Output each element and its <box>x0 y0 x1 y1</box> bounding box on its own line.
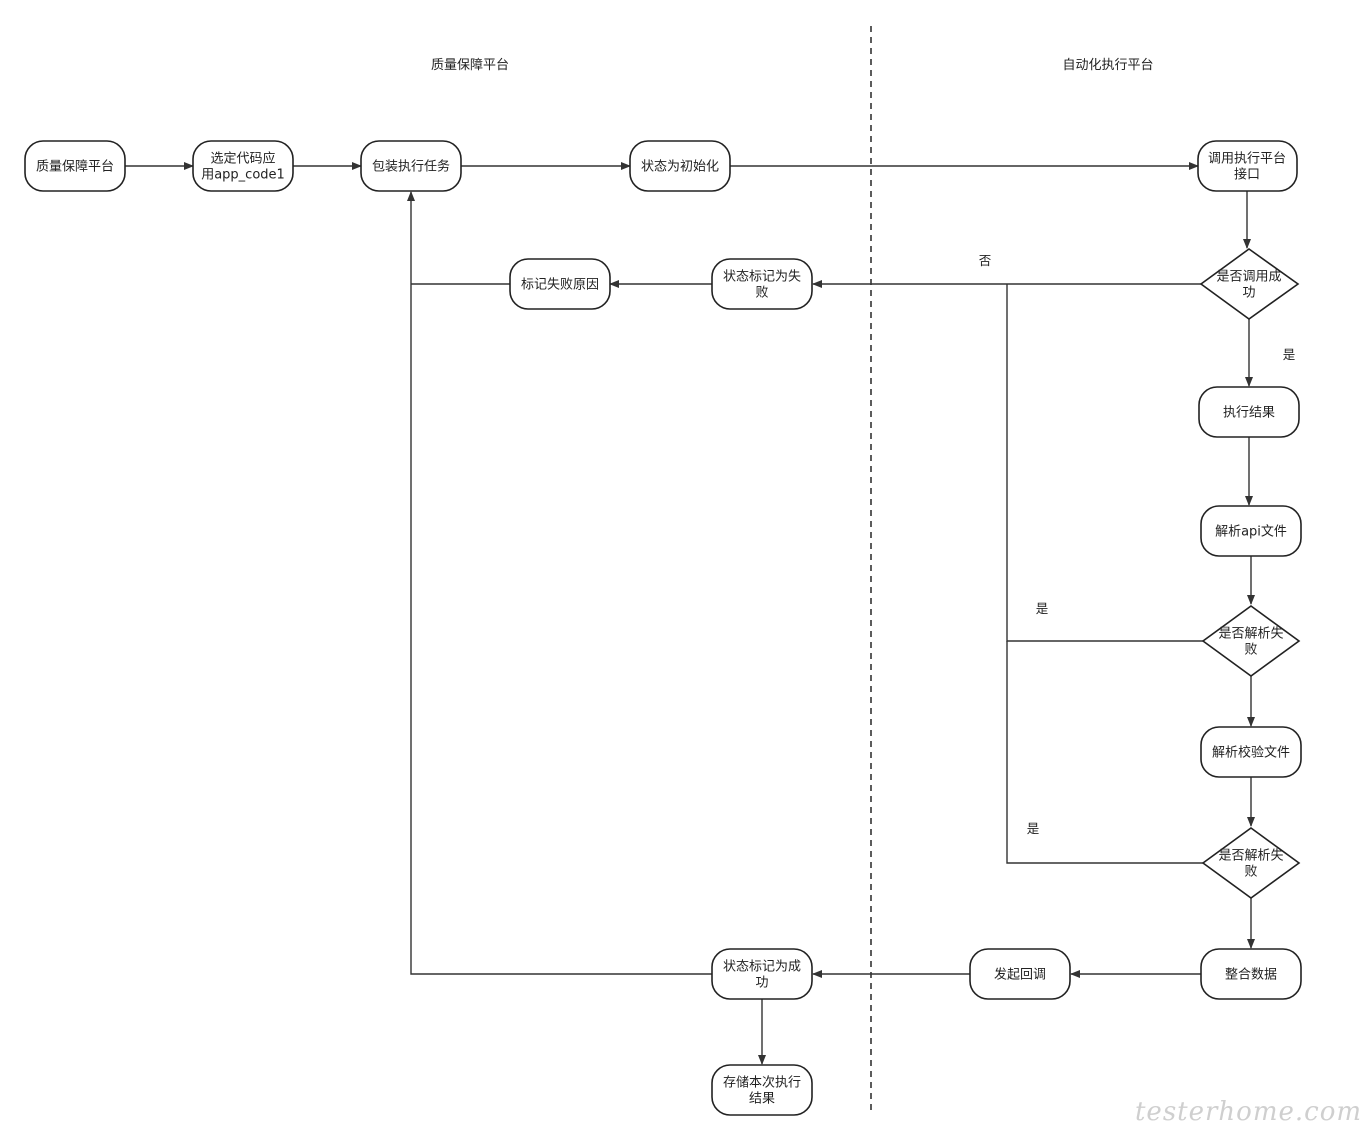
edge-label-no: 否 <box>979 253 992 268</box>
decision-call-success[interactable]: 是否调用成功 <box>1199 248 1300 320</box>
node-label-line: 败 <box>1244 865 1257 880</box>
decision-parse-api-fail[interactable]: 是否解析失败 <box>1201 605 1301 677</box>
svg-text:是否解析失败: 是否解析失败 <box>1218 627 1283 658</box>
node-label-line: 用app_code1 <box>201 168 285 183</box>
svg-text:包装执行任务: 包装执行任务 <box>372 159 450 175</box>
lane-title-left: 质量保障平台 <box>431 58 509 73</box>
node-merge-data[interactable]: 整合数据 <box>1200 948 1302 1000</box>
svg-text:发起回调: 发起回调 <box>994 967 1046 983</box>
node-store-result[interactable]: 存储本次执行结果 <box>711 1064 813 1116</box>
node-mark-success[interactable]: 状态标记为成功 <box>711 948 813 1000</box>
node-label-line: 败 <box>1244 643 1257 658</box>
node-wrap-task[interactable]: 包装执行任务 <box>360 140 462 192</box>
node-label-line: 调用执行平台 <box>1208 152 1286 167</box>
svg-text:状态为初始化: 状态为初始化 <box>641 160 719 175</box>
node-label-line: 状态标记为失 <box>723 270 801 285</box>
svg-text:存储本次执行结果: 存储本次执行结果 <box>723 1075 801 1107</box>
node-label-line: 选定代码应 <box>210 151 275 167</box>
svg-text:解析校验文件: 解析校验文件 <box>1212 745 1290 761</box>
svg-text:状态标记为成功: 状态标记为成功 <box>723 960 801 991</box>
node-label-line: 功 <box>755 976 768 991</box>
svg-text:整合数据: 整合数据 <box>1225 968 1277 983</box>
edge-label-yes-parse-api: 是 <box>1036 601 1049 616</box>
node-label-line: 状态标记为成 <box>723 960 801 975</box>
edge-parse-api-fail <box>1006 284 1203 642</box>
edge-label-yes-parse-check: 是 <box>1027 821 1040 836</box>
node-label-line: 整合数据 <box>1225 968 1277 983</box>
svg-text:是否解析失败: 是否解析失败 <box>1218 849 1283 880</box>
node-label-line: 败 <box>755 286 768 301</box>
svg-text:执行结果: 执行结果 <box>1223 406 1275 421</box>
node-call-api[interactable]: 调用执行平台接口 <box>1197 140 1298 192</box>
node-status-init[interactable]: 状态为初始化 <box>629 140 731 192</box>
node-label-line: 功 <box>1242 286 1255 301</box>
node-label-line: 结果 <box>749 1092 775 1107</box>
node-label-line: 接口 <box>1234 167 1260 183</box>
node-parse-check[interactable]: 解析校验文件 <box>1200 726 1302 778</box>
edge-parse-check-fail <box>1006 641 1203 864</box>
edge-success-back <box>407 191 712 975</box>
node-select-app[interactable]: 选定代码应用app_code1 <box>192 140 294 192</box>
edge-label-yes-call: 是 <box>1283 347 1296 362</box>
node-callback[interactable]: 发起回调 <box>969 948 1071 1000</box>
node-parse-api[interactable]: 解析api文件 <box>1200 505 1302 557</box>
node-label-line: 包装执行任务 <box>372 159 450 175</box>
node-label-line: 发起回调 <box>994 967 1046 983</box>
node-mark-reason[interactable]: 标记失败原因 <box>509 258 611 310</box>
node-label-line: 执行结果 <box>1223 406 1275 421</box>
watermark-text: testerhome.com <box>1135 1097 1362 1127</box>
node-label-line: 解析api文件 <box>1215 525 1287 540</box>
node-label-line: 是否调用成 <box>1216 270 1281 285</box>
node-label-line: 存储本次执行 <box>723 1075 801 1091</box>
node-mark-fail[interactable]: 状态标记为失败 <box>711 258 813 310</box>
node-start[interactable]: 质量保障平台 <box>24 140 126 192</box>
svg-text:调用执行平台接口: 调用执行平台接口 <box>1208 152 1286 183</box>
node-label-line: 标记失败原因 <box>521 278 599 293</box>
node-label-line: 是否解析失 <box>1218 627 1283 642</box>
svg-text:是否调用成功: 是否调用成功 <box>1216 270 1281 301</box>
decision-parse-check-fail[interactable]: 是否解析失败 <box>1201 827 1301 899</box>
svg-text:标记失败原因: 标记失败原因 <box>521 278 599 293</box>
svg-text:状态标记为失败: 状态标记为失败 <box>723 270 801 301</box>
node-label-line: 质量保障平台 <box>36 160 114 175</box>
edges <box>125 162 1255 1065</box>
node-exec-result[interactable]: 执行结果 <box>1198 386 1300 438</box>
svg-text:质量保障平台: 质量保障平台 <box>36 160 114 175</box>
svg-text:选定代码应用app_code1: 选定代码应用app_code1 <box>201 151 285 183</box>
node-label-line: 是否解析失 <box>1218 849 1283 864</box>
node-label-line: 状态为初始化 <box>641 160 719 175</box>
svg-text:解析api文件: 解析api文件 <box>1215 525 1287 540</box>
node-label-line: 解析校验文件 <box>1212 745 1290 761</box>
lane-title-right: 自动化执行平台 <box>1062 58 1153 73</box>
